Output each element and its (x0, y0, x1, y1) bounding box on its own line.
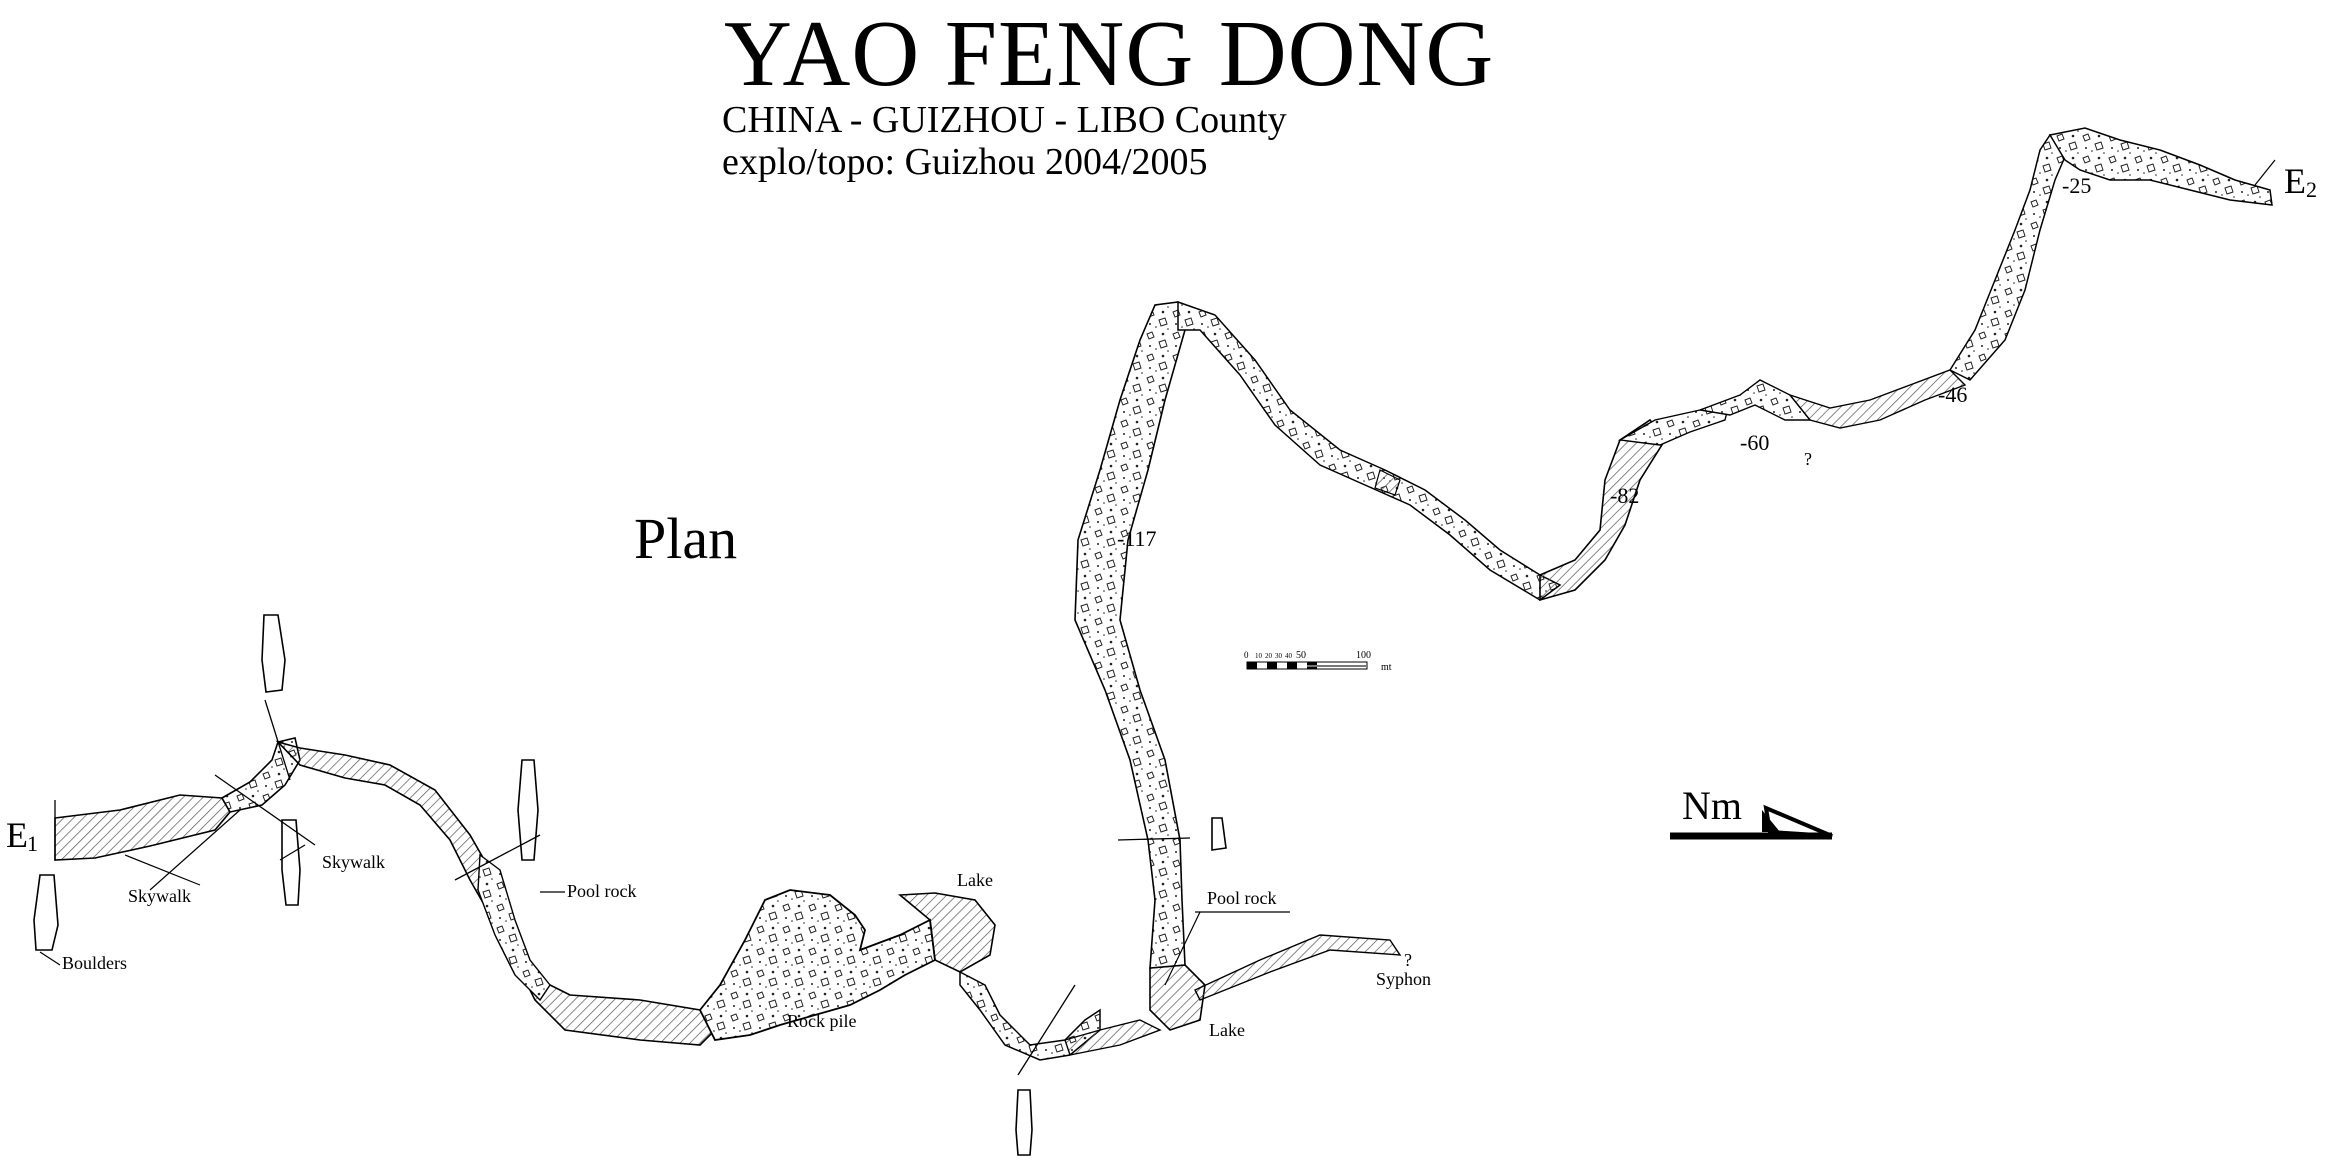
passage-hatch-bend (1064, 1019, 1162, 1056)
label-lake: Lake (1209, 1020, 1245, 1040)
lake-2-area (1149, 964, 1206, 1031)
label-syphon: Syphon (1376, 969, 1431, 989)
depth-label: -46 (1938, 382, 1967, 407)
label-skywalk: Skywalk (322, 852, 385, 872)
label-skywalk: Skywalk (128, 886, 191, 906)
passage-depth-46 (1787, 369, 1967, 429)
passage-main-shaft (1074, 301, 1186, 969)
scale-unit: mt (1381, 662, 1392, 673)
depth-label: -117 (1117, 526, 1157, 551)
cross-section-5 (1015, 1089, 1033, 1156)
entrance-1-letter: E (6, 815, 28, 855)
view-label: Plan (634, 506, 738, 571)
label-rock-pile: Rock pile (787, 1011, 857, 1031)
cross-section-6 (1211, 817, 1227, 851)
passage-upper-traverse (1177, 300, 1562, 601)
scale-tick-20: 20 (1265, 652, 1273, 660)
map-title: YAO FENG DONG (724, 2, 1495, 106)
entrance-1-index: 1 (27, 831, 38, 856)
label-pool-rock: Pool rock (1207, 888, 1277, 908)
chamber-rock-pile (698, 889, 936, 1041)
passage-pool-rock-section (477, 853, 551, 1002)
passage-hatch-upper (1374, 469, 1401, 496)
passage-syphon (1194, 934, 1402, 1001)
passage-entrance-2 (2048, 127, 2273, 206)
map-location: CHINA - GUIZHOU - LIBO County (722, 99, 1287, 141)
label-boulders: Boulders (62, 953, 127, 973)
scale-tick-40: 40 (1285, 652, 1293, 660)
label-pool-rock: Pool rock (567, 881, 637, 901)
passage-entrance-1 (54, 794, 231, 861)
depth-label: -25 (2062, 173, 2091, 198)
scale-tick-100: 100 (1356, 650, 1371, 661)
label-unexplored: ? (1804, 449, 1812, 469)
lake-1-area (897, 892, 996, 973)
passage-lower-bend (1539, 418, 1666, 602)
entrance-2-letter: E (2284, 161, 2306, 201)
passage-central (959, 970, 1101, 1061)
depth-label: -60 (1740, 430, 1769, 455)
north-label: Nm (1682, 783, 1742, 828)
label-lake: Lake (957, 870, 993, 890)
cross-section-2 (281, 819, 301, 906)
cross-section-1 (261, 614, 286, 693)
north-arrow: Nm (1670, 783, 1833, 840)
entrance-2-index: 2 (2306, 177, 2317, 202)
scale-tick-50: 50 (1296, 650, 1306, 661)
scale-bar: 0 10 20 30 40 50 100 mt (1244, 650, 1392, 673)
passage-upper-east (1948, 134, 2071, 381)
map-credits: explo/topo: Guizhou 2004/2005 (722, 141, 1208, 183)
label-unexplored: ? (1404, 950, 1412, 970)
scale-tick-30: 30 (1275, 652, 1283, 660)
cross-section-4 (33, 874, 59, 951)
scale-tick-0: 0 (1244, 650, 1249, 660)
depth-label: -82 (1610, 483, 1639, 508)
scale-tick-10: 10 (1255, 652, 1263, 660)
cross-section-3 (517, 759, 539, 861)
